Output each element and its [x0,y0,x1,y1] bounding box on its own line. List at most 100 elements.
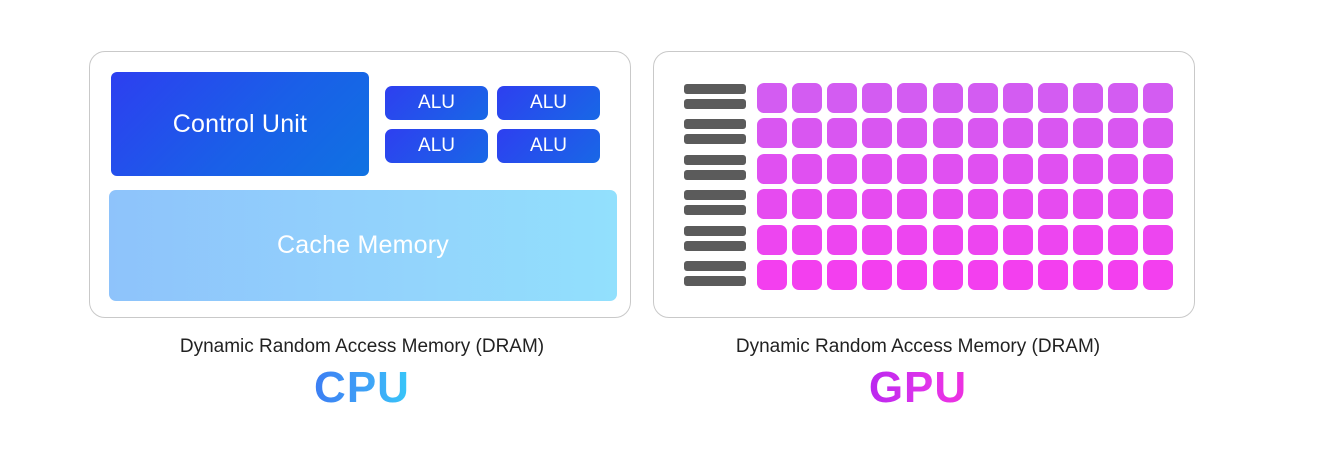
gpu-core [1072,153,1103,184]
gpu-core [827,153,858,184]
gpu-core [827,118,858,149]
gpu-core [757,153,787,184]
gpu-core [827,83,858,113]
gpu-core [967,260,998,290]
gpu-control-bar [684,261,746,271]
gpu-core [1108,189,1138,220]
cpu-dram-label: Dynamic Random Access Memory (DRAM) [179,336,545,357]
gpu-core [757,260,787,290]
gpu-core [1143,83,1174,113]
gpu-core [932,118,963,149]
gpu-control-bar [684,99,746,109]
gpu-core [1002,83,1033,113]
gpu-control-bar [684,154,746,165]
gpu-core [862,118,893,149]
gpu-core [1072,83,1103,113]
control-unit-label: Control Unit [172,109,308,138]
gpu-core [1002,224,1033,255]
cpu-title: CPU [312,362,412,414]
gpu-core [897,189,928,220]
gpu-core [862,83,893,113]
gpu-core [792,260,823,290]
gpu-core [792,189,823,220]
gpu-title: GPU [866,362,970,414]
gpu-core [862,153,893,184]
gpu-core [862,189,893,220]
gpu-core [897,260,928,290]
gpu-control-bar [684,190,746,201]
gpu-core [897,83,928,113]
gpu-core [1108,118,1138,149]
gpu-core [1108,260,1138,290]
gpu-core [1143,118,1174,149]
gpu-control-bar [684,276,746,286]
gpu-control-bar [684,225,746,236]
gpu-core [1108,83,1138,113]
gpu-core [792,153,823,184]
gpu-core [862,260,893,290]
cache-memory-block: Cache Memory [109,190,617,301]
gpu-core [1037,83,1068,113]
gpu-architecture-panel [653,51,1195,318]
gpu-core [792,224,823,255]
alu-label: ALU [418,135,455,156]
gpu-core [967,224,998,255]
gpu-core [862,224,893,255]
alu-block: ALU [385,86,488,120]
gpu-core [1143,189,1174,220]
gpu-control-bar [684,205,746,216]
gpu-core [932,153,963,184]
alu-block: ALU [497,129,600,163]
gpu-core [1002,118,1033,149]
gpu-core [757,83,787,113]
gpu-core [967,83,998,113]
alu-block: ALU [497,86,600,120]
gpu-core [932,83,963,113]
alu-label: ALU [530,92,567,113]
gpu-control-bar [684,240,746,251]
gpu-core [1072,224,1103,255]
gpu-core [932,260,963,290]
gpu-core [827,224,858,255]
gpu-core [1002,153,1033,184]
alu-label: ALU [418,92,455,113]
gpu-core [1072,260,1103,290]
gpu-dram-label: Dynamic Random Access Memory (DRAM) [735,336,1101,357]
gpu-core [757,224,787,255]
gpu-core [1108,224,1138,255]
gpu-core [827,260,858,290]
gpu-core [1143,224,1174,255]
gpu-core [932,224,963,255]
gpu-core [1037,153,1068,184]
gpu-control-bar [684,169,746,180]
gpu-control-bar [684,119,746,130]
gpu-control-bar [684,134,746,145]
gpu-core [1002,189,1033,220]
gpu-core [1037,224,1068,255]
cache-memory-label: Cache Memory [277,231,449,259]
cpu-architecture-panel: Control Unit ALU ALU ALU ALU Cache Memor… [89,51,631,318]
gpu-core [967,189,998,220]
alu-label: ALU [530,135,567,156]
gpu-core [1072,118,1103,149]
gpu-core [1143,260,1174,290]
gpu-core [1037,260,1068,290]
gpu-core [897,118,928,149]
control-unit-block: Control Unit [111,72,369,176]
gpu-core [897,224,928,255]
gpu-core [757,189,787,220]
gpu-core [967,118,998,149]
gpu-core [932,189,963,220]
gpu-core [827,189,858,220]
gpu-core [792,118,823,149]
alu-block: ALU [385,129,488,163]
gpu-core [1143,153,1174,184]
gpu-core [1002,260,1033,290]
gpu-core [897,153,928,184]
gpu-core [967,153,998,184]
gpu-core [1037,189,1068,220]
gpu-core [757,118,787,149]
gpu-core [1037,118,1068,149]
gpu-core [792,83,823,113]
